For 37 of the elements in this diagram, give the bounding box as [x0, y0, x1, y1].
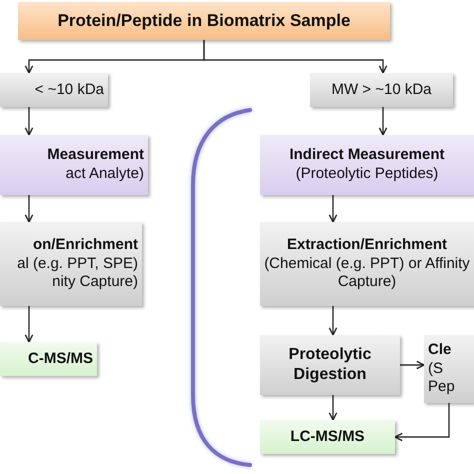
box-text: (Proteolytic Peptides) [294, 165, 440, 184]
box-heading: on/Enrichment [32, 236, 138, 255]
box-text: C-MS/MS [27, 350, 93, 368]
box-text: (Chemical (e.g. PPT) or Affinity Capture) [264, 254, 470, 292]
process-box [260, 222, 474, 306]
arrow [328, 395, 338, 421]
arrow [394, 403, 450, 442]
box-text: LC-MS/MS [289, 428, 366, 446]
process-box [310, 73, 453, 107]
measurement-box [260, 135, 474, 195]
arrow [378, 107, 388, 136]
arrow [24, 306, 34, 343]
process-box [0, 222, 142, 306]
arrow [24, 107, 34, 136]
analysis-box [260, 420, 395, 454]
box-heading: Cle [428, 340, 452, 360]
analysis-box [0, 342, 97, 376]
arrow [203, 40, 388, 74]
box-text: al (e.g. PPT, SPE) nity Capture) [16, 254, 138, 292]
arrow [328, 195, 338, 223]
box-heading: Extraction/Enrichment [286, 236, 448, 255]
arrow [400, 360, 425, 370]
arrow [328, 306, 338, 336]
box-text: Proteolytic Digestion [288, 345, 372, 385]
arrow [24, 195, 34, 223]
process-box [260, 335, 400, 395]
process-box [424, 335, 474, 403]
box-heading: Indirect Measurement [288, 146, 446, 165]
box-heading: Measurement [46, 146, 144, 165]
box-text: < ~10 kDa [34, 80, 104, 100]
title-box [18, 2, 390, 40]
process-box [0, 73, 108, 107]
box-text: (S Pep [428, 360, 456, 398]
box-text: MW > ~10 kDa [330, 80, 433, 100]
measurement-box [0, 135, 148, 195]
box-text: act Analyte) [64, 165, 144, 184]
box-text: Protein/Peptide in Biomatrix Sample [56, 10, 352, 32]
